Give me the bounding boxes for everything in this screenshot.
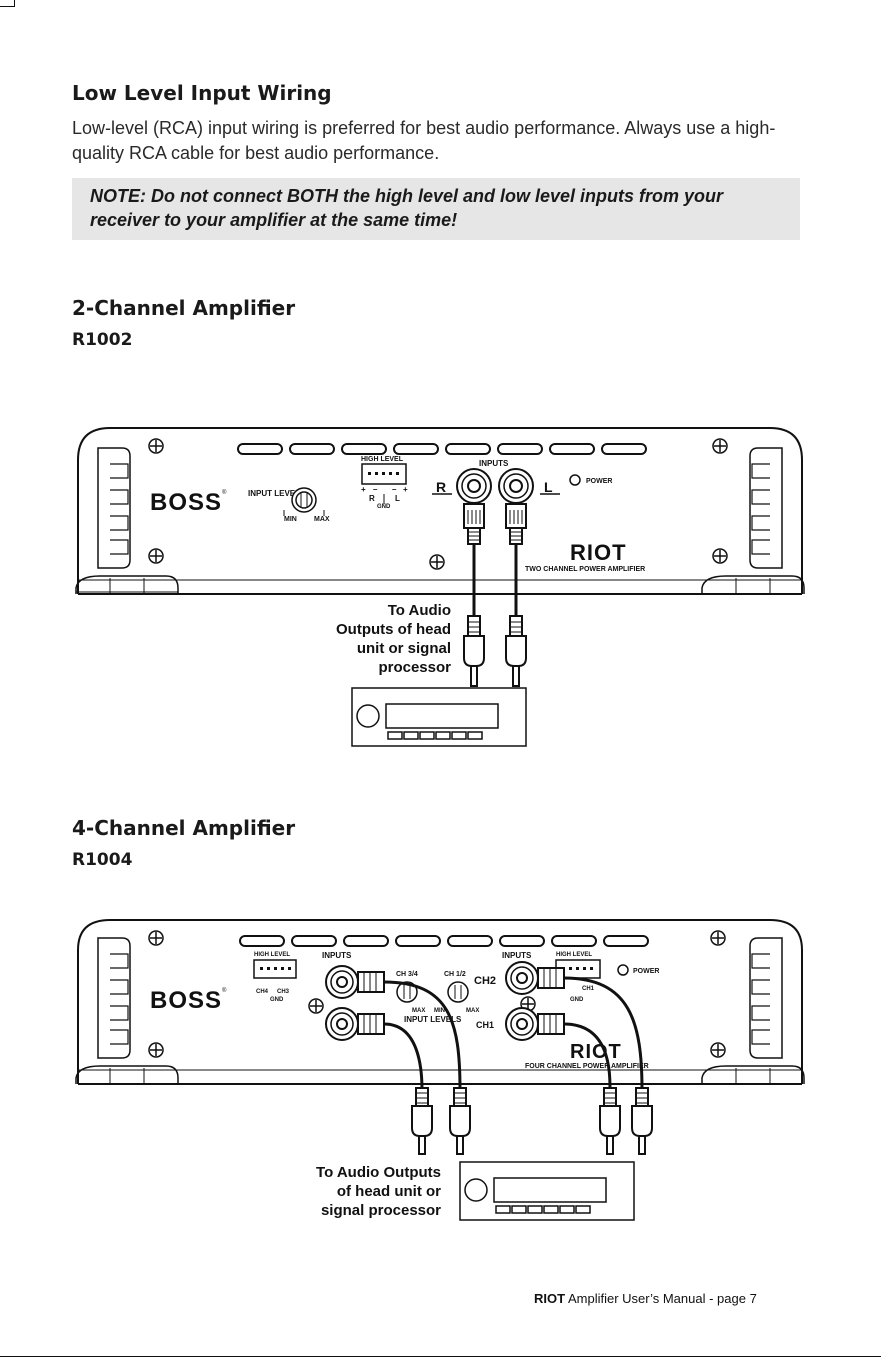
footer-text: Amplifier User’s Manual - page 7 <box>567 1291 757 1306</box>
minus-sign-2: – <box>392 485 397 494</box>
warning-note-text: NOTE: Do not connect BOTH the high level… <box>90 186 724 230</box>
boss-logo-4ch: BOSS <box>150 987 222 1014</box>
rca-jack-r[interactable] <box>456 468 492 504</box>
head-unit-4ch <box>459 1161 635 1221</box>
high-level-label: HIGH LEVEL <box>361 456 404 463</box>
power-led-4ch: POWER <box>617 964 659 976</box>
four-channel-wiring-diagram: BOSS ® HIGH LEVEL CH4 CH3 GND INPUTS CH … <box>75 919 805 1221</box>
model-number-r1004: R1004 <box>72 850 133 870</box>
intro-paragraph: Low-level (RCA) input wiring is preferre… <box>72 118 776 163</box>
gnd-left-label: GND <box>270 997 284 1003</box>
max-right-label: MAX <box>466 1008 479 1014</box>
r-small-label: R <box>369 494 375 503</box>
rca-plugs-4ch <box>357 967 653 1155</box>
head-unit-2ch <box>351 687 527 747</box>
rca-cables-4ch <box>383 976 644 1091</box>
input-level-knobs[interactable] <box>396 981 469 1003</box>
high-level-left-label: HIGH LEVEL <box>254 952 290 958</box>
callout-2ch-line-1: To Audio <box>387 602 451 619</box>
power-label: POWER <box>586 478 612 485</box>
input-levels-label: INPUT LEVELS <box>404 1015 462 1024</box>
inputs-right-label: INPUTS <box>502 951 532 960</box>
amp-subtitle-4ch: FOUR CHANNEL POWER AMPLIFIER <box>525 1063 649 1070</box>
high-level-left-pins <box>260 967 291 970</box>
riot-logo-4ch: RIOT <box>570 1041 622 1063</box>
input-level-knob[interactable] <box>283 487 325 516</box>
rca-jacks-left[interactable] <box>325 965 359 1041</box>
plus-sign: + <box>361 485 366 494</box>
gnd-label: GND <box>377 504 391 510</box>
registered-mark: ® <box>222 489 227 496</box>
footer-brand: RIOT <box>534 1291 566 1306</box>
callout-4ch-line-1: To Audio Outputs <box>316 1164 441 1181</box>
ch12-label: CH 1/2 <box>444 971 466 978</box>
callout-4ch: To Audio Outputs of head unit or signal … <box>288 1163 441 1220</box>
callout-4ch-line-2: of head unit or <box>336 1183 441 1200</box>
ch34-label: CH 3/4 <box>396 971 418 978</box>
max-label: MAX <box>314 516 330 523</box>
high-level-right-label: HIGH LEVEL <box>556 952 592 958</box>
plus-sign-2: + <box>403 485 408 494</box>
screw-icons-2ch <box>148 438 728 570</box>
page-footer: RIOT Amplifier User’s Manual - page 7 <box>534 1291 757 1306</box>
high-level-pins <box>368 472 399 475</box>
ch3-label: CH3 <box>277 989 290 995</box>
registered-mark-4ch: ® <box>222 987 227 994</box>
power-label-4ch: POWER <box>633 968 659 975</box>
callout-2ch: To Audio Outputs of head unit or signal … <box>300 601 451 677</box>
callout-2ch-line-2: Outputs of head <box>336 621 451 638</box>
r-channel-label: R <box>436 479 446 495</box>
section-title-2ch: 2-Channel Amplifier <box>72 296 296 320</box>
max-left-label: MAX <box>412 1008 425 1014</box>
warning-note: NOTE: Do not connect BOTH the high level… <box>72 178 800 240</box>
crop-mark-top <box>0 0 15 7</box>
min-mid-label: MIN <box>434 1008 445 1014</box>
section-title-4ch: 4-Channel Amplifier <box>72 816 296 840</box>
ch4-label: CH4 <box>256 989 269 995</box>
ch1-small-label: CH1 <box>582 986 595 992</box>
model-number-r1002: R1002 <box>72 330 133 350</box>
amp-subtitle-2ch: TWO CHANNEL POWER AMPLIFIER <box>525 566 645 573</box>
inputs-label: INPUTS <box>479 459 509 468</box>
amplifier-body-4ch <box>75 919 805 1085</box>
callout-2ch-line-4: processor <box>378 659 451 676</box>
l-channel-label: L <box>544 479 553 495</box>
power-led: POWER <box>569 474 612 486</box>
section-title-low-level: Low Level Input Wiring <box>72 81 332 105</box>
callout-4ch-line-3: signal processor <box>320 1202 441 1219</box>
inputs-left-label: INPUTS <box>322 951 352 960</box>
rca-jack-l[interactable] <box>498 468 534 504</box>
two-channel-wiring-diagram: BOSS ® INPUT LEVEL MIN MAX HIGH LEVEL + … <box>75 427 805 747</box>
l-small-label: L <box>395 494 400 503</box>
rca-cables-2ch <box>463 503 527 687</box>
boss-logo: BOSS <box>150 489 222 516</box>
callout-2ch-line-3: unit or signal <box>356 640 451 657</box>
amplifier-body-2ch <box>75 427 805 595</box>
input-level-label: INPUT LEVEL <box>248 489 300 498</box>
minus-sign: – <box>373 485 378 494</box>
riot-logo: RIOT <box>570 540 627 565</box>
crop-mark-bottom <box>0 1356 881 1357</box>
screw-icons-4ch <box>148 930 726 1058</box>
ch1-label: CH1 <box>476 1020 494 1030</box>
min-label: MIN <box>284 516 297 523</box>
gnd-right-label: GND <box>570 997 584 1003</box>
ch2-label: CH2 <box>474 975 496 987</box>
